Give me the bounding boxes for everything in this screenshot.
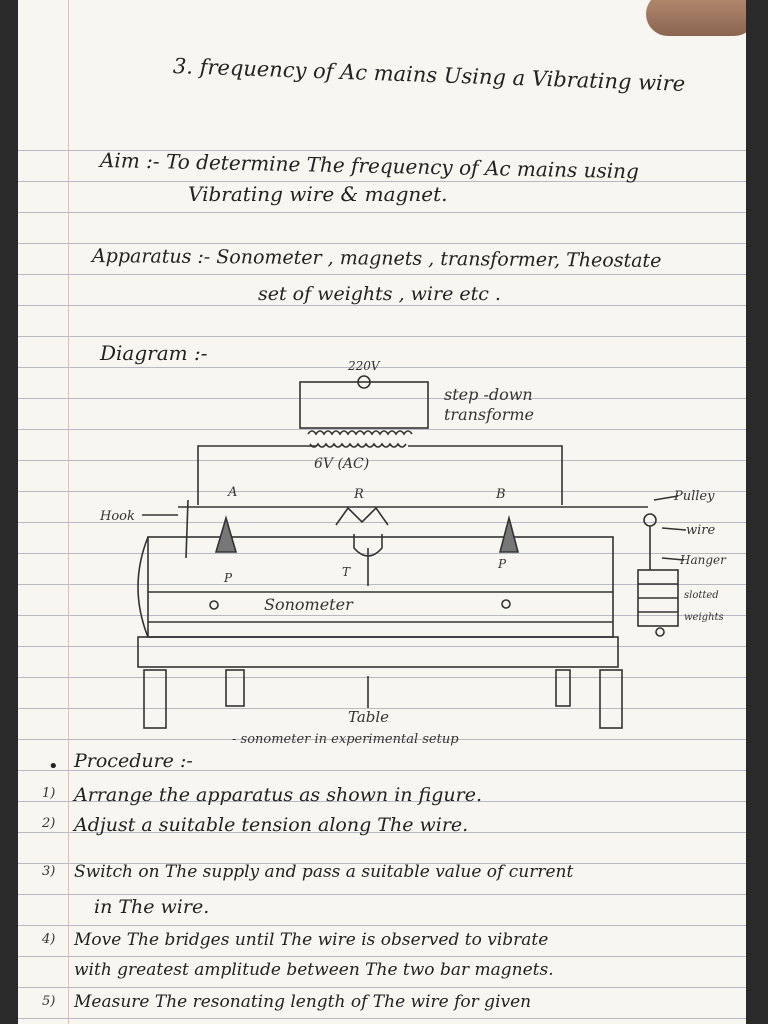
weights-label-1: slotted — [684, 590, 719, 601]
procedure-step: in The wire. — [94, 896, 210, 918]
p2-label: P — [497, 557, 507, 571]
thumb — [646, 0, 746, 36]
table-label: Table — [348, 708, 389, 726]
step-number: 3) — [42, 864, 56, 879]
transformer-label-1: step -down — [444, 385, 533, 404]
notebook-page: 3. frequency of Ac mains Using a Vibrati… — [18, 0, 746, 1024]
procedure-step: Move The bridges until The wire is obser… — [74, 930, 549, 950]
page-title: 3. frequency of Ac mains Using a Vibrati… — [172, 54, 686, 96]
supply-label: 220V — [347, 359, 381, 373]
margin-line — [68, 0, 69, 1024]
hook-label: Hook — [99, 509, 135, 524]
sonometer-diagram: 220V step -down transforme 6V (AC) A R B… — [99, 359, 727, 747]
step-number: 4) — [42, 932, 56, 947]
apparatus-line-2: set of weights , wire etc . — [258, 283, 501, 305]
apparatus-line-1: Apparatus :- Sonometer , magnets , trans… — [91, 245, 662, 272]
step-number: 2) — [42, 816, 56, 831]
wire-label: wire — [686, 523, 715, 538]
hanger-label: Hanger — [679, 553, 727, 567]
procedure-step: Measure The resonating length of The wir… — [74, 992, 532, 1012]
sonometer-label: Sonometer — [264, 595, 354, 614]
procedure-step: Arrange the apparatus as shown in figure… — [74, 784, 482, 806]
t-label: T — [342, 565, 351, 579]
secondary-voltage-label: 6V (AC) — [314, 456, 369, 472]
pulley-label: Pulley — [673, 489, 715, 504]
bridge-r-label: R — [353, 487, 364, 502]
bridge-b-label: B — [495, 487, 506, 502]
bullet-dot: • — [48, 756, 59, 777]
procedure-heading: Procedure :- — [74, 750, 193, 772]
p1-label: P — [223, 571, 233, 585]
bridge-a-label: A — [227, 485, 237, 500]
procedure-step: Adjust a suitable tension along The wire… — [74, 814, 469, 836]
diagram-caption: - sonometer in experimental setup — [232, 732, 459, 747]
transformer-label-2: transforme — [444, 405, 534, 424]
aim-line-1: Aim :- To determine The frequency of Ac … — [99, 148, 640, 184]
step-number: 5) — [42, 994, 56, 1009]
procedure-step: Switch on The supply and pass a suitable… — [74, 862, 574, 882]
weights-label-2: weights — [684, 612, 724, 623]
step-number: 1) — [42, 786, 56, 801]
aim-line-2: Vibrating wire & magnet. — [188, 182, 448, 206]
diagram-heading: Diagram :- — [100, 341, 208, 365]
procedure-step: with greatest amplitude between The two … — [74, 960, 554, 980]
